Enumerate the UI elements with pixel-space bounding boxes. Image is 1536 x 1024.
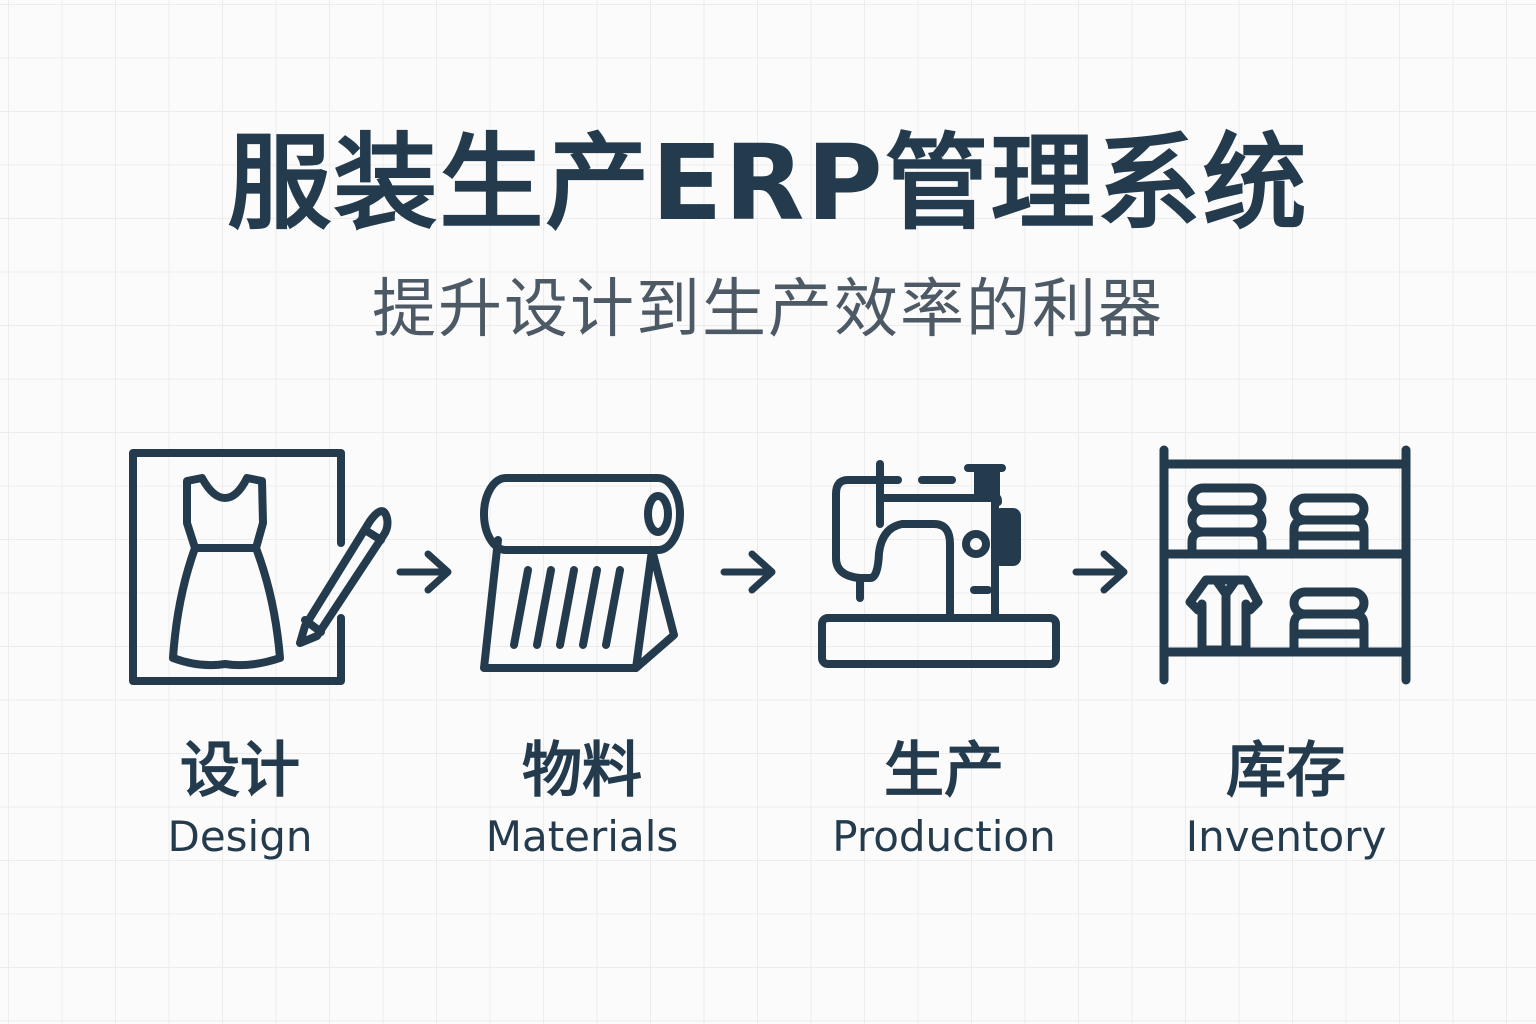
- page-subtitle: 提升设计到生产效率的利器: [372, 273, 1164, 347]
- step-label-zh-materials: 物料: [522, 736, 642, 806]
- step-label-zh-inventory: 库存: [1226, 736, 1346, 806]
- arrow-right-icon: [1072, 550, 1132, 598]
- dress-design-icon: [125, 448, 395, 688]
- fabric-roll-icon: [476, 470, 690, 676]
- step-label-en-materials: Materials: [485, 812, 679, 861]
- sewing-machine-icon: [812, 458, 1068, 672]
- step-label-en-production: Production: [832, 812, 1056, 861]
- step-label-zh-production: 生产: [884, 736, 1004, 806]
- inventory-shelf-icon: [1154, 442, 1416, 690]
- step-label-en-inventory: Inventory: [1185, 812, 1387, 861]
- arrow-right-icon: [720, 550, 780, 598]
- step-label-en-design: Design: [167, 812, 313, 861]
- step-label-zh-design: 设计: [180, 736, 300, 806]
- arrow-right-icon: [396, 550, 456, 598]
- page-title: 服装生产ERP管理系统: [227, 122, 1309, 244]
